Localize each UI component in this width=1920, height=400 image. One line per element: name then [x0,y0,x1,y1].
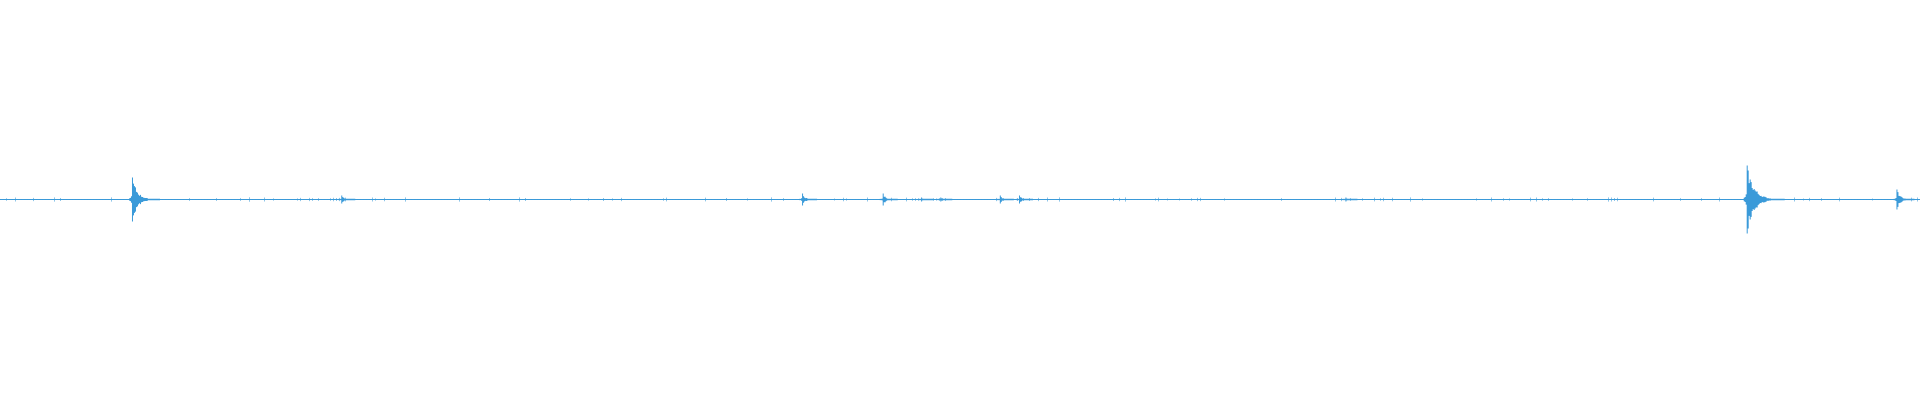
waveform-peak [338,195,356,204]
waveform-peak [1893,189,1915,210]
waveform-peak [996,195,1014,204]
waveform-peak [918,197,934,202]
waveform-peak [799,193,818,206]
waveform-peak [1016,195,1034,204]
waveform-noise [0,197,1918,202]
waveform-peaks [0,165,1918,234]
waveform-peak [1743,165,1785,234]
waveform-peak [1342,197,1358,202]
waveform-peak [937,197,953,202]
waveform-peak [879,193,898,206]
waveform-peak [128,177,160,222]
